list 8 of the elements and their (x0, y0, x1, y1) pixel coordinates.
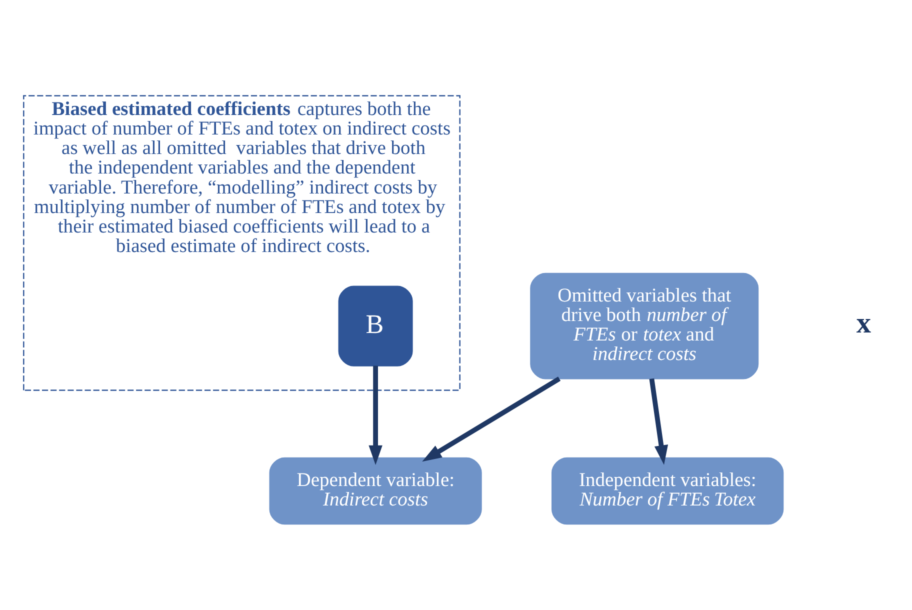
arrow (648, 378, 668, 465)
arrow (368, 366, 382, 465)
node-box: B (338, 286, 412, 366)
node-box: Dependent variable: Indirect costs (268, 457, 482, 525)
label: x (856, 307, 871, 340)
arrow (422, 376, 560, 462)
node-box: Independent variables: Number of FTEs Totex (551, 457, 784, 525)
node-box: Omitted variables that drive both number of FTEs or totex and indirect costs (530, 272, 758, 380)
